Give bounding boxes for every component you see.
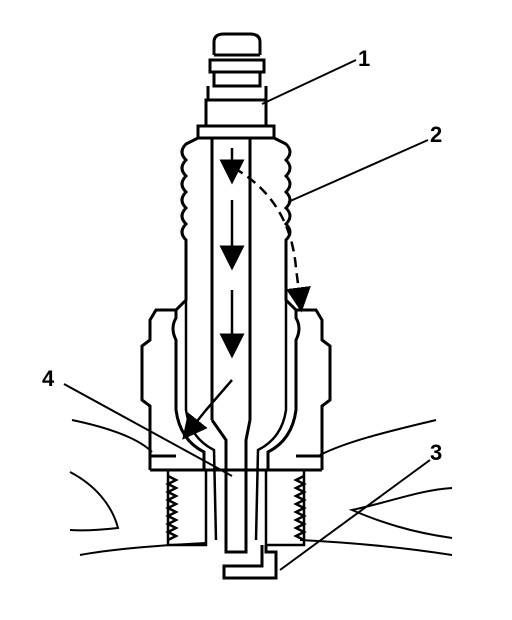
leader-line-4 — [63, 383, 233, 477]
metal-shell — [140, 308, 332, 472]
thread-section — [165, 470, 307, 547]
center-electrode — [210, 138, 252, 554]
current-flow-arrows — [182, 148, 311, 440]
callout-label-4: 4 — [42, 366, 55, 391]
ceramic-insulator — [174, 136, 298, 312]
ground-electrode — [222, 545, 278, 580]
cylinder-head-outline — [69, 419, 453, 556]
terminal-stud — [196, 98, 276, 140]
callout-label-1: 1 — [358, 46, 370, 71]
leader-line-3 — [279, 459, 431, 571]
callout-label-2: 2 — [430, 122, 442, 147]
callout-label-3: 3 — [430, 440, 442, 465]
insulator-nose — [184, 300, 288, 541]
terminal-nut — [206, 32, 268, 102]
leader-line-2 — [287, 139, 429, 203]
leader-line-1 — [261, 59, 357, 105]
leader-lines — [63, 59, 431, 571]
